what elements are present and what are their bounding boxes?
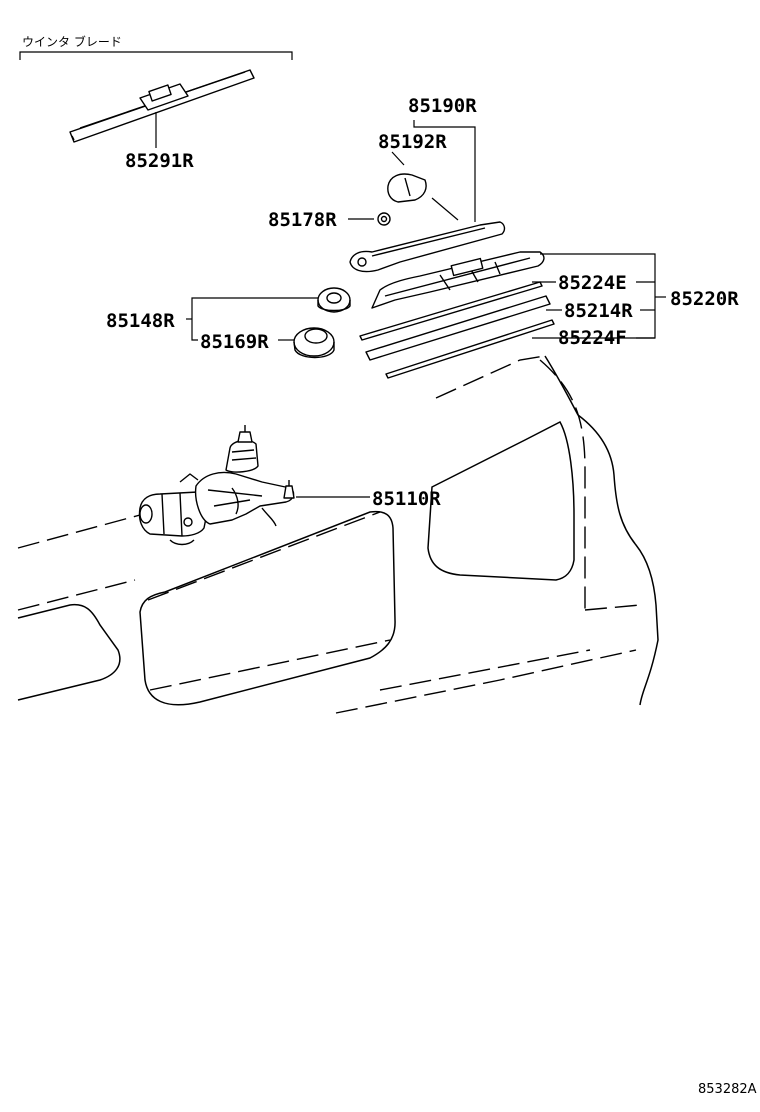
wiper-blade-85220R: [371, 251, 545, 309]
arm-cap-85192R: [387, 173, 427, 203]
part-number-85224E: 85224E: [558, 272, 627, 294]
part-number-85192R: 85192R: [378, 131, 447, 153]
vehicle-rear-body: [17, 355, 659, 714]
part-number-85220R: 85220R: [670, 288, 739, 310]
backing-plate-85224E: [359, 281, 543, 341]
nut-85178R: [377, 212, 391, 226]
winter-blade-85291R: [69, 69, 255, 143]
part-number-85148R: 85148R: [106, 310, 175, 332]
winter-blade-group-label: ウインタ ブレード: [22, 34, 122, 49]
wiper-motor-85110R: [138, 425, 295, 546]
diagram-reference-code: 853282A: [698, 1082, 757, 1097]
leader-cap-to-arm: [431, 197, 459, 221]
leader-85192R: [391, 151, 405, 166]
part-number-85214R: 85214R: [564, 300, 633, 322]
part-number-85190R: 85190R: [408, 95, 477, 117]
backing-plate-85224F: [385, 319, 555, 379]
grommet-85169R: [293, 327, 335, 359]
leader-85190R: [413, 120, 476, 222]
part-number-85110R: 85110R: [372, 488, 441, 510]
wiper-arm-85190R: [349, 221, 506, 273]
part-number-85291R: 85291R: [125, 150, 194, 172]
part-number-85224F: 85224F: [558, 327, 627, 349]
cushion-85148R: [317, 287, 351, 313]
blade-rubber-85214R: [365, 295, 551, 361]
bracket-85220R: [532, 253, 656, 339]
part-number-85169R: 85169R: [200, 331, 269, 353]
winter-blade-group-bracket: ウインタ ブレード: [19, 34, 293, 60]
part-number-85178R: 85178R: [268, 209, 337, 231]
